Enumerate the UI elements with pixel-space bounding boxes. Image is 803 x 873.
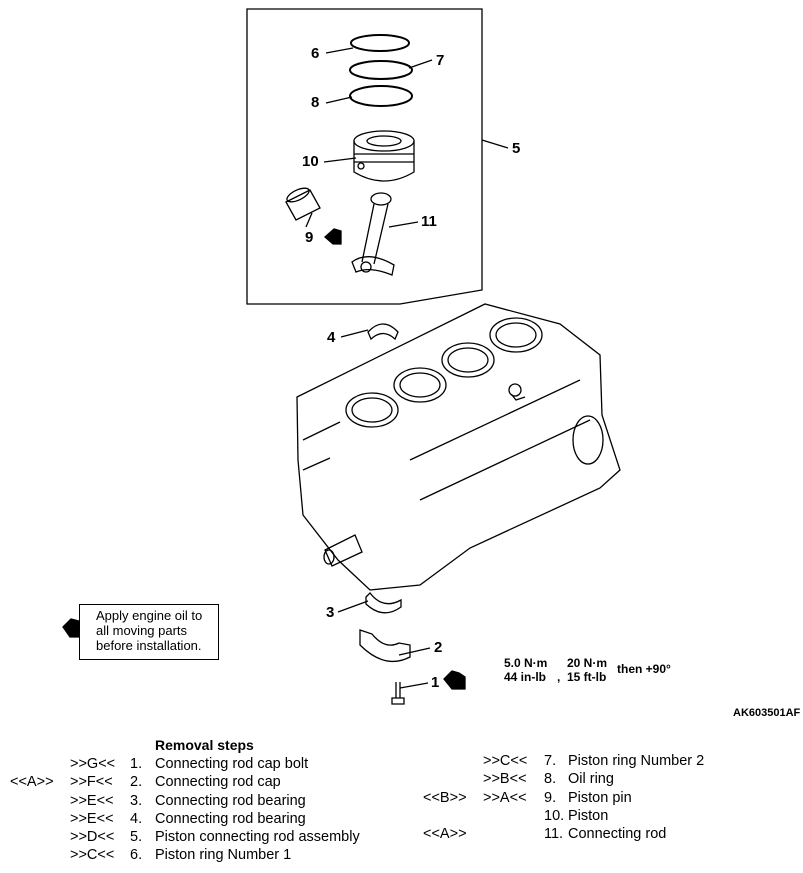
step-row: >>D<< 5. Piston connecting rod assembly <box>0 828 420 846</box>
removal-mark: >>A<< <box>483 789 527 806</box>
callout-3: 3 <box>326 604 335 621</box>
bolt-shape <box>391 682 405 705</box>
piston-ring-2-shape <box>349 60 413 80</box>
torque-imperial-first: 44 in-lb <box>504 670 547 684</box>
callout-11: 11 <box>421 213 437 230</box>
removal-steps-right: >>C<< 7. Piston ring Number 2 >>B<< 8. O… <box>420 752 803 843</box>
oil-icon-9 <box>324 228 342 245</box>
leader-6 <box>325 47 354 54</box>
leader-2 <box>398 647 431 656</box>
callout-10: 10 <box>302 153 319 170</box>
install-mark: <<B>> <box>423 789 467 806</box>
torque-nm-first: 5.0 N·m <box>504 656 548 670</box>
oil-note-line-1: Apply engine oil to <box>96 608 203 623</box>
oil-note-box: Apply engine oil to all moving parts bef… <box>79 604 219 660</box>
step-row: >>B<< 8. Oil ring <box>420 770 803 788</box>
oil-note-text: Apply engine oil to all moving parts bef… <box>96 608 202 653</box>
step-number: 10. <box>544 807 565 824</box>
callout-1: 1 <box>431 674 440 691</box>
leader-7 <box>408 59 433 69</box>
install-mark: <<A>> <box>423 826 467 843</box>
step-number: 2. <box>130 774 143 791</box>
removal-steps-left: >>G<< 1. Connecting rod cap bolt <<A>> >… <box>0 755 420 865</box>
piston-ring-1-shape <box>350 34 410 52</box>
step-row: >>E<< 4. Connecting rod bearing <box>0 810 420 828</box>
leader-11 <box>388 221 419 228</box>
step-number: 3. <box>130 792 143 809</box>
removal-mark: >>E<< <box>70 792 114 809</box>
leader-9 <box>305 212 313 228</box>
bearing-4-shape <box>367 323 399 341</box>
step-number: 6. <box>130 847 143 864</box>
step-text: Connecting rod bearing <box>155 792 306 809</box>
oil-note-line-3: before installation. <box>96 638 202 653</box>
install-mark: <<A>> <box>10 774 54 791</box>
step-text: Piston ring Number 1 <box>155 847 292 864</box>
connecting-rod-cap-shape <box>359 629 411 663</box>
step-row: <<A>> >>F<< 2. Connecting rod cap <box>0 773 420 791</box>
cylinder-block-shape <box>296 303 621 591</box>
callout-7: 7 <box>436 52 445 69</box>
oil-note-line-2: all moving parts <box>96 623 188 638</box>
step-row: 10. Piston <box>420 807 803 825</box>
torque-imperial-second: 15 ft-lb <box>567 670 607 684</box>
step-row: >>C<< 7. Piston ring Number 2 <box>420 752 803 770</box>
leader-8 <box>325 96 353 104</box>
torque-separator: , <box>557 670 561 684</box>
torque-angle: then +90° <box>617 662 671 676</box>
step-number: 8. <box>544 771 557 788</box>
step-number: 4. <box>130 810 143 827</box>
step-row: >>E<< 3. Connecting rod bearing <box>0 792 420 810</box>
step-number: 7. <box>544 753 557 769</box>
piston-pin-shape <box>285 187 321 221</box>
step-row: >>G<< 1. Connecting rod cap bolt <box>0 755 420 773</box>
removal-mark: >>D<< <box>70 829 115 846</box>
leader-3 <box>337 600 369 613</box>
step-number: 9. <box>544 789 557 806</box>
step-number: 1. <box>130 756 143 772</box>
step-number: 5. <box>130 829 143 846</box>
step-text: Connecting rod cap bolt <box>155 756 309 772</box>
connecting-rod-shape <box>351 192 395 276</box>
step-row: <<B>> >>A<< 9. Piston pin <box>420 789 803 807</box>
removal-mark: >>B<< <box>483 771 527 788</box>
step-text: Oil ring <box>568 771 614 788</box>
step-text: Piston pin <box>568 789 632 806</box>
oil-icon-1 <box>443 670 466 690</box>
removal-mark: >>G<< <box>70 756 116 772</box>
step-row: >>C<< 6. Piston ring Number 1 <box>0 846 420 864</box>
removal-mark: >>F<< <box>70 774 113 791</box>
callout-5: 5 <box>512 140 521 157</box>
leader-4 <box>340 329 369 338</box>
piston-assembly-frame <box>246 8 483 305</box>
removal-steps-title: Removal steps <box>155 737 254 753</box>
callout-6: 6 <box>311 45 320 62</box>
figure-code: AK603501AF <box>733 707 801 719</box>
oil-ring-shape <box>349 85 413 107</box>
step-text: Connecting rod <box>568 826 667 843</box>
step-text: Piston connecting rod assembly <box>155 829 360 846</box>
callout-8: 8 <box>311 94 320 111</box>
piston-shape <box>353 130 415 182</box>
step-text: Piston <box>568 807 609 824</box>
step-row: <<A>> 11. Connecting rod <box>420 825 803 843</box>
step-text: Piston ring Number 2 <box>568 753 705 769</box>
leader-1 <box>399 682 429 689</box>
step-text: Connecting rod bearing <box>155 810 306 827</box>
leader-10 <box>323 157 357 163</box>
removal-mark: >>C<< <box>483 753 528 769</box>
removal-mark: >>C<< <box>70 847 115 864</box>
bearing-3-shape <box>365 592 402 614</box>
torque-nm-second: 20 N·m <box>567 656 608 670</box>
step-number: 11. <box>544 826 564 843</box>
step-text: Connecting rod cap <box>155 774 281 791</box>
callout-9: 9 <box>305 229 314 246</box>
callout-2: 2 <box>434 639 443 656</box>
removal-mark: >>E<< <box>70 810 114 827</box>
callout-4: 4 <box>327 329 336 346</box>
leader-5 <box>481 139 509 149</box>
